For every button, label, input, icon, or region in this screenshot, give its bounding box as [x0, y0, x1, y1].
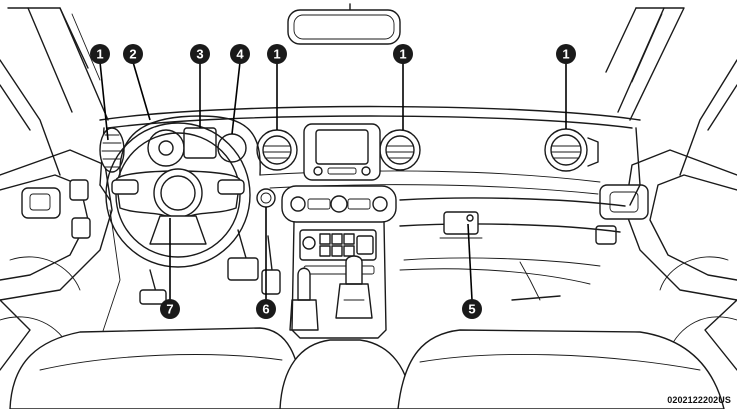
- callout-2: 2: [123, 44, 143, 64]
- svg-text:3: 3: [196, 47, 203, 62]
- svg-text:1: 1: [96, 47, 103, 62]
- callout-1b: 1: [267, 44, 287, 64]
- callout-1c: 1: [393, 44, 413, 64]
- center-console: [291, 221, 387, 339]
- svg-text:1: 1: [399, 47, 406, 62]
- callout-4: 4: [230, 44, 250, 64]
- rearview-mirror: [287, 3, 401, 45]
- center-right-vent: [379, 129, 421, 171]
- climate-control-panel: [281, 185, 397, 223]
- center-left-vent: [256, 129, 298, 171]
- callout-6: 6: [256, 299, 276, 319]
- callout-1d: 1: [556, 44, 576, 64]
- callout-7: 7: [160, 299, 180, 319]
- passenger-seat: [397, 329, 725, 410]
- svg-text:6: 6: [262, 302, 269, 317]
- callout-3: 3: [190, 44, 210, 64]
- left-a-pillar: [0, 7, 109, 176]
- left-door-panel: [0, 149, 113, 371]
- floor-outline: [99, 209, 591, 341]
- callout-1a: 1: [90, 44, 110, 64]
- transfer-case-lever: [335, 255, 373, 319]
- driver-seat: [9, 327, 305, 410]
- callout-leaders: [99, 61, 567, 301]
- steering-wheel: [105, 122, 251, 268]
- svg-text:1: 1: [273, 47, 280, 62]
- ignition-switch: [256, 188, 276, 208]
- right-outer-vent: [544, 128, 599, 172]
- passenger-dash: [399, 197, 626, 267]
- svg-text:1: 1: [562, 47, 569, 62]
- callout-5: 5: [462, 299, 482, 319]
- figure-code: 0202122202US: [667, 395, 731, 405]
- svg-text:2: 2: [129, 47, 136, 62]
- center-seat-gap: [279, 339, 413, 410]
- radio-touchscreen: [303, 123, 381, 181]
- svg-text:5: 5: [468, 302, 475, 317]
- svg-text:4: 4: [236, 47, 244, 62]
- svg-text:7: 7: [166, 302, 173, 317]
- gear-shifter: [289, 267, 319, 331]
